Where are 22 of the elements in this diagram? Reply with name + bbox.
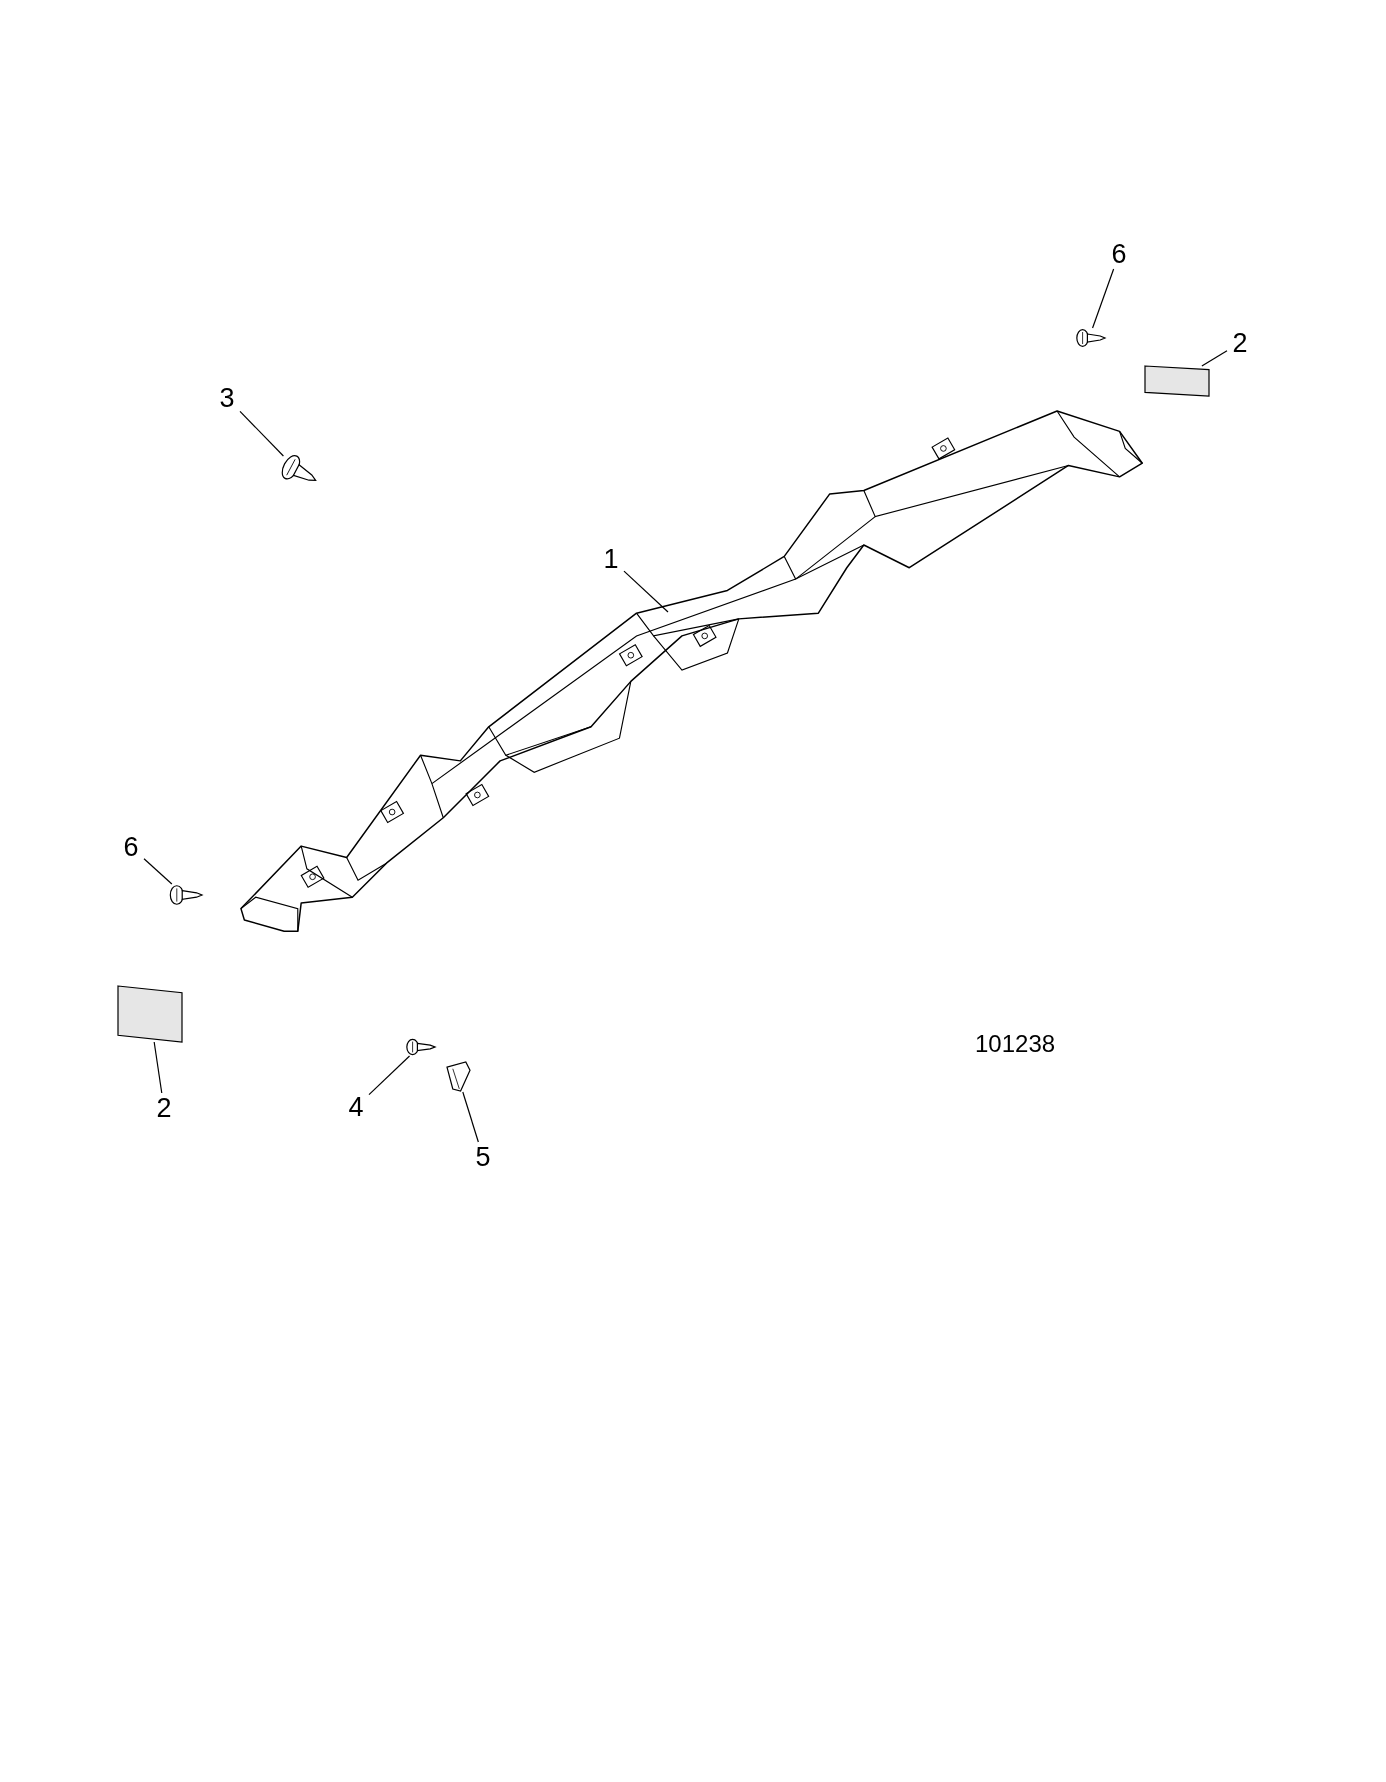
callout-number: 1	[598, 544, 624, 574]
callout-number: 2	[151, 1093, 177, 1123]
leader-line	[153, 1041, 163, 1094]
callout-number: 4	[343, 1092, 369, 1122]
callout-number: 6	[1106, 239, 1132, 269]
screw-drawing	[403, 1038, 435, 1056]
callout-number: 3	[214, 383, 240, 413]
callout-number: 2	[1227, 328, 1253, 358]
leader-line	[143, 858, 173, 885]
drawing-number: 101238	[975, 1030, 1056, 1058]
leader-line	[462, 1091, 479, 1143]
label-decal	[118, 986, 182, 1042]
leader-line	[1091, 268, 1115, 329]
clip-drawing	[445, 1061, 471, 1092]
leader-line	[368, 1055, 411, 1096]
screw-drawing	[1073, 328, 1105, 348]
label-decal	[1145, 366, 1209, 396]
callout-number: 6	[118, 832, 144, 862]
leader-line	[239, 410, 284, 457]
leader-line	[1201, 350, 1228, 367]
callout-number: 5	[470, 1142, 496, 1172]
leader-line	[623, 570, 669, 613]
